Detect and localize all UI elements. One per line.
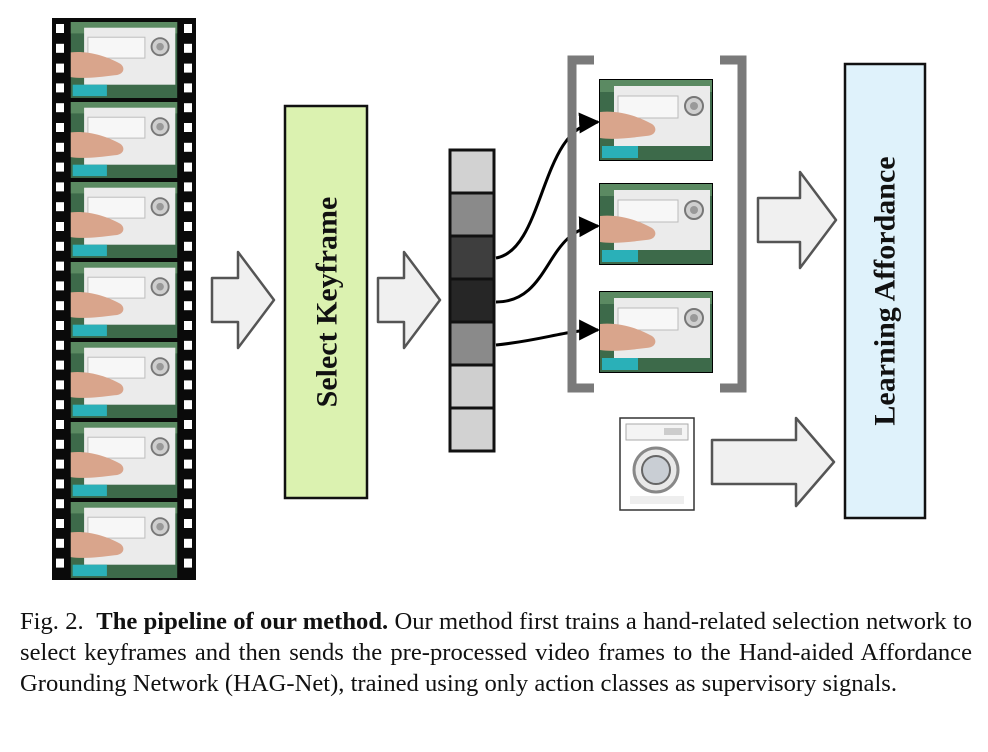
sprocket-hole (56, 83, 64, 93)
bracket-left (567, 55, 594, 393)
sprocket-hole (184, 459, 192, 469)
sprocket-hole (184, 103, 192, 113)
flow-arrow-2 (376, 250, 442, 350)
sprocket-hole (184, 519, 192, 528)
sprocket-hole (56, 479, 64, 489)
sprocket-hole (184, 380, 192, 390)
sprocket-hole (184, 499, 192, 509)
flow-arrow-3 (756, 170, 838, 270)
feature-cell (448, 191, 496, 238)
sprocket-hole (184, 182, 192, 192)
feature-cell (448, 277, 496, 324)
washing-machine-image (619, 417, 695, 511)
sprocket-hole (184, 321, 192, 330)
figure-caption: Fig. 2. The pipeline of our method. Our … (20, 606, 972, 699)
sprocket-hole (56, 340, 64, 350)
select-keyframe-box: Select Keyframe (283, 104, 369, 500)
sprocket-hole (56, 43, 64, 53)
sprocket-hole (56, 301, 64, 311)
sprocket-hole (184, 301, 192, 311)
sprocket-hole (184, 340, 192, 350)
sprocket-hole (56, 202, 64, 212)
sprocket-hole (56, 281, 64, 291)
sprocket-hole (184, 222, 192, 231)
film-frame (69, 262, 179, 338)
sprocket-hole (56, 439, 64, 449)
sprocket-hole (56, 261, 64, 271)
film-frame (69, 22, 179, 98)
sprocket-hole (184, 162, 192, 172)
film-frame (69, 422, 179, 498)
caption-text: Our method first trains a hand-related s… (20, 608, 972, 697)
pipeline-figure: Select Keyframe (52, 18, 927, 580)
sprocket-hole (56, 400, 64, 410)
learning-affordance-label: Learning Affordance (869, 156, 902, 425)
selection-arrow-3 (495, 319, 601, 347)
keyframe-bracket (567, 55, 747, 393)
sprocket-hole (56, 538, 64, 548)
bracket-right (720, 55, 747, 393)
caption-fig-label: Fig. 2. (20, 608, 84, 635)
sprocket-hole (184, 360, 192, 370)
sprocket-hole (56, 24, 64, 33)
sprocket-hole (56, 162, 64, 172)
selection-arrow-2 (495, 216, 601, 304)
sprocket-hole (56, 380, 64, 390)
feature-cell (448, 234, 496, 281)
flow-arrow-4 (710, 416, 836, 508)
film-frame (69, 502, 179, 578)
sprocket-hole (184, 123, 192, 132)
sprocket-hole (56, 123, 64, 132)
selection-arrows (495, 112, 601, 347)
feature-cell (448, 320, 496, 367)
sprocket-hole (184, 420, 192, 429)
sprocket-hole (184, 281, 192, 291)
sprocket-hole (184, 43, 192, 53)
sprocket-hole (56, 420, 64, 429)
film-strip-icon (52, 18, 196, 580)
sprocket-hole (56, 519, 64, 528)
feature-cell (448, 363, 496, 410)
sprocket-hole (184, 558, 192, 568)
sprocket-hole (56, 558, 64, 568)
sprocket-hole (184, 479, 192, 489)
sprocket-hole (184, 241, 192, 251)
sprocket-hole (184, 439, 192, 449)
sprocket-hole (56, 360, 64, 370)
flow-arrow-1 (210, 250, 276, 350)
sprocket-hole (56, 321, 64, 330)
sprocket-hole (56, 459, 64, 469)
sprocket-hole (184, 24, 192, 33)
feature-cell (448, 148, 496, 195)
keyframe-1 (599, 79, 713, 161)
feature-cell (448, 406, 496, 453)
sprocket-hole (184, 142, 192, 152)
sprocket-hole (56, 63, 64, 73)
sprocket-hole (184, 63, 192, 73)
learning-affordance-box: Learning Affordance (843, 62, 927, 520)
feature-vector-column (448, 148, 496, 453)
sprocket-hole (56, 222, 64, 231)
sprocket-hole (184, 83, 192, 93)
caption-title: The pipeline of our method. (96, 608, 389, 635)
sprocket-hole (184, 538, 192, 548)
film-frame (69, 182, 179, 258)
film-frame (69, 342, 179, 418)
film-frame (69, 102, 179, 178)
sprocket-hole (56, 103, 64, 113)
sprocket-hole (56, 241, 64, 251)
sprocket-hole (56, 499, 64, 509)
select-keyframe-label: Select Keyframe (311, 197, 344, 408)
sprocket-hole (56, 142, 64, 152)
keyframe-3 (599, 291, 713, 373)
keyframe-2 (599, 183, 713, 265)
sprocket-hole (184, 261, 192, 271)
sprocket-hole (184, 400, 192, 410)
sprocket-hole (184, 202, 192, 212)
selection-arrow-1 (495, 112, 601, 260)
sprocket-hole (56, 182, 64, 192)
